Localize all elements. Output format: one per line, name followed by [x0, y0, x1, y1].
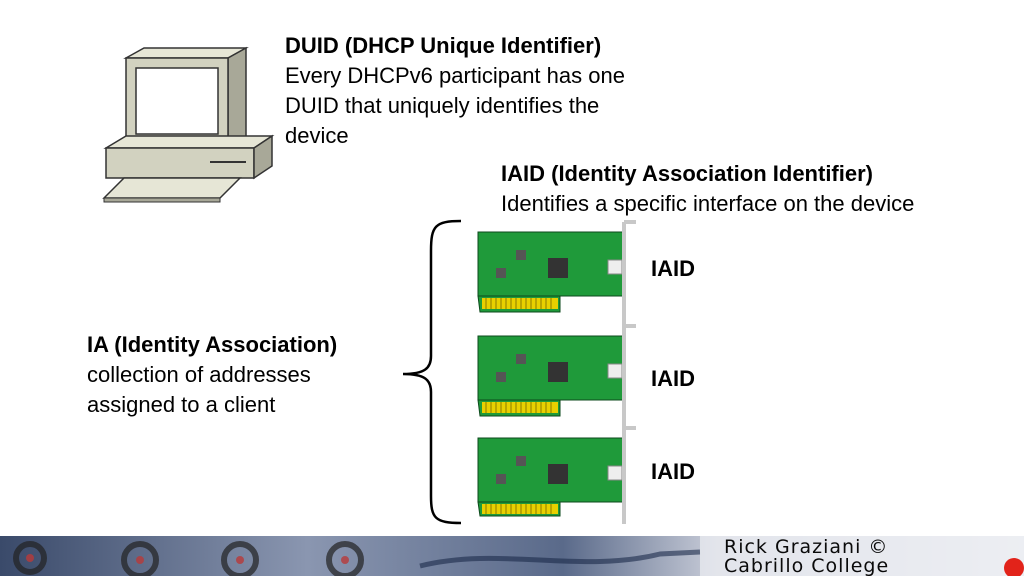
card-iaid-label: IAID: [651, 366, 695, 391]
footer-credit: Rick Graziani © Cabrillo College: [724, 538, 889, 576]
curly-brace: [402, 219, 462, 525]
network-card-3: [477, 426, 636, 524]
computer-icon: [102, 46, 275, 203]
ia-line: assigned to a client: [87, 392, 276, 417]
ia-line: collection of addresses: [87, 362, 311, 387]
duid-description: Every DHCPv6 participant has one DUID th…: [285, 61, 625, 151]
duid-title: DUID (DHCP Unique Identifier): [285, 33, 602, 58]
red-dot: [1004, 558, 1024, 576]
network-card-1: [477, 220, 636, 328]
duid-line: DUID that uniquely identifies the: [285, 93, 600, 118]
duid-line: Every DHCPv6 participant has one: [285, 63, 625, 88]
footer-banner: [0, 536, 1024, 576]
credit-college: Cabrillo College: [724, 555, 890, 577]
duid-line: device: [285, 123, 349, 148]
card-iaid-label: IAID: [651, 459, 695, 484]
network-card-2: [477, 324, 636, 432]
ia-description: collection of addresses assigned to a cl…: [87, 360, 311, 420]
card-iaid-label: IAID: [651, 256, 695, 281]
iaid-description: Identifies a specific interface on the d…: [501, 191, 915, 216]
iaid-title: IAID (Identity Association Identifier): [501, 161, 873, 186]
ia-title: IA (Identity Association): [87, 332, 338, 357]
credit-author: Rick Graziani ©: [724, 536, 889, 558]
